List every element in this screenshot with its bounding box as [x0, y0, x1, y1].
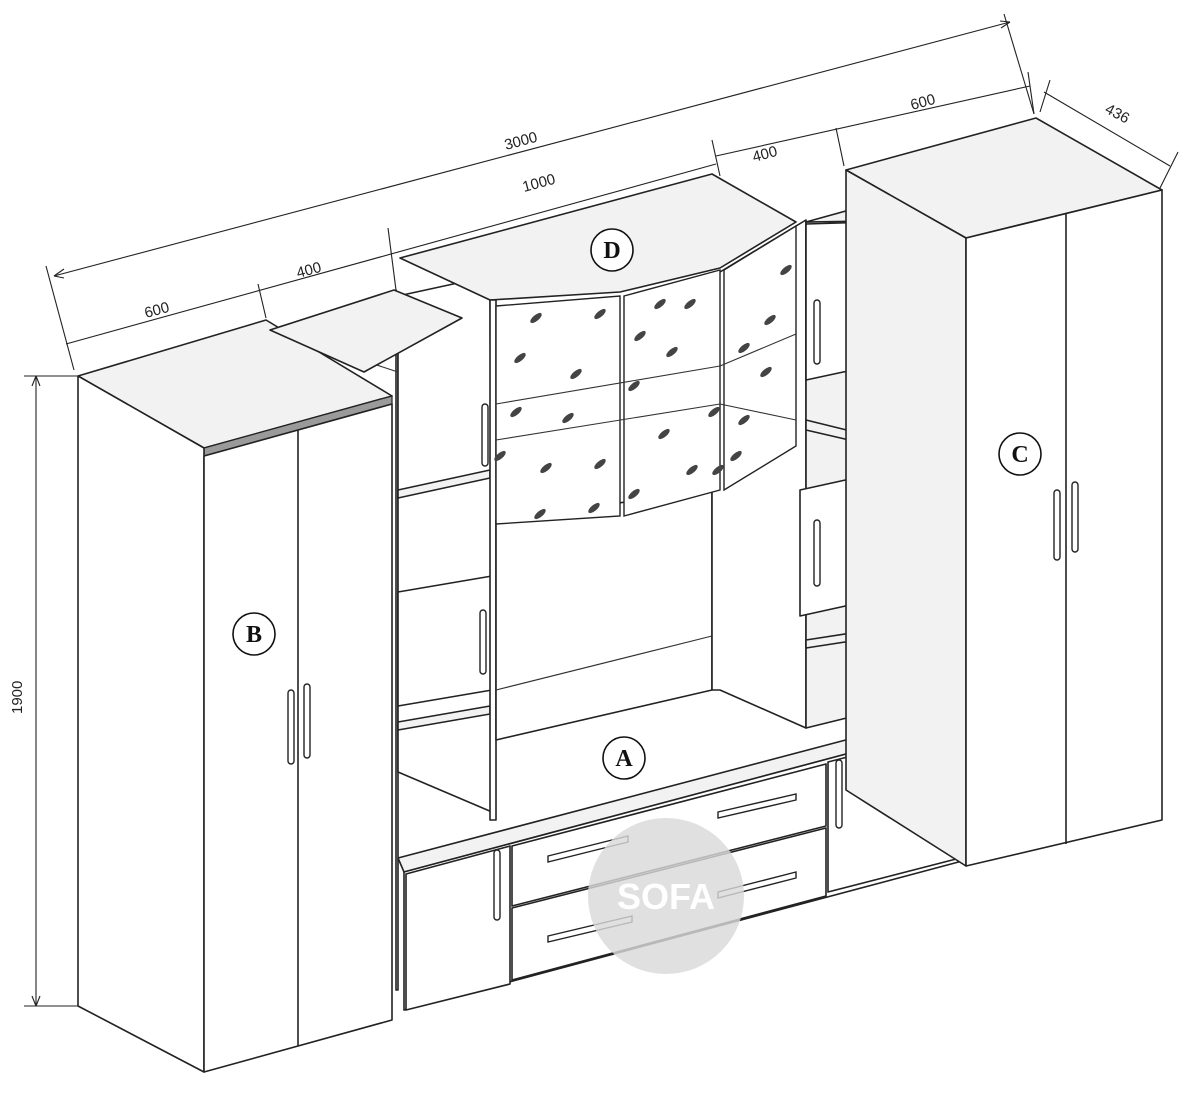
glass-door-handle[interactable]: [481, 403, 489, 467]
svg-text:A: A: [615, 746, 633, 772]
svg-text:C: C: [1011, 442, 1028, 468]
dim-total-width: 3000: [503, 129, 540, 154]
cabinet-c-left-handle[interactable]: [1053, 489, 1061, 561]
svg-text:D: D: [603, 238, 620, 264]
base-right-door-handle[interactable]: [835, 759, 843, 829]
dim-height: 1900: [9, 681, 26, 714]
dimension-lines: [24, 13, 1179, 1007]
left-spacer-drawer-handle[interactable]: [479, 609, 487, 675]
cabinet-b: [77, 319, 393, 1073]
label-badge-d: D: [590, 228, 634, 272]
cabinet-c-right-handle[interactable]: [1071, 481, 1079, 553]
cabinet-c: [845, 117, 1163, 867]
label-badge-b: B: [232, 612, 276, 656]
label-badge-a: A: [602, 736, 646, 780]
glass-door-middle[interactable]: [623, 269, 721, 517]
dim-right-spacer-width: 400: [751, 143, 780, 166]
dim-depth: 436: [1102, 101, 1132, 128]
glass-reflection-marks: [494, 264, 792, 520]
base-left-door-handle[interactable]: [493, 849, 501, 921]
dim-right-cabinet-width: 600: [909, 91, 938, 114]
right-spacer-middle-handle[interactable]: [813, 519, 821, 587]
dim-left-cabinet-width: 600: [143, 299, 172, 322]
dim-center-width: 1000: [521, 171, 558, 196]
cabinet-b-left-handle[interactable]: [287, 689, 295, 765]
cabinet-b-right-handle[interactable]: [303, 683, 311, 759]
central-unit-d: [399, 173, 807, 821]
left-spacer-top: [269, 289, 463, 373]
right-spacer-top-handle[interactable]: [813, 299, 821, 365]
base-left-door[interactable]: [405, 845, 511, 1011]
left-spacer-drawer[interactable]: [397, 575, 493, 707]
svg-text:B: B: [246, 622, 262, 648]
dim-left-spacer-width: 400: [295, 259, 324, 282]
sofa-watermark-logo: SOFA: [588, 818, 744, 974]
glass-door-left[interactable]: [495, 295, 621, 525]
glass-door-right[interactable]: [723, 224, 797, 492]
label-badge-c: C: [998, 432, 1042, 476]
watermark-text: SOFA: [617, 876, 715, 917]
drawer-top-handle-2[interactable]: [717, 793, 797, 819]
